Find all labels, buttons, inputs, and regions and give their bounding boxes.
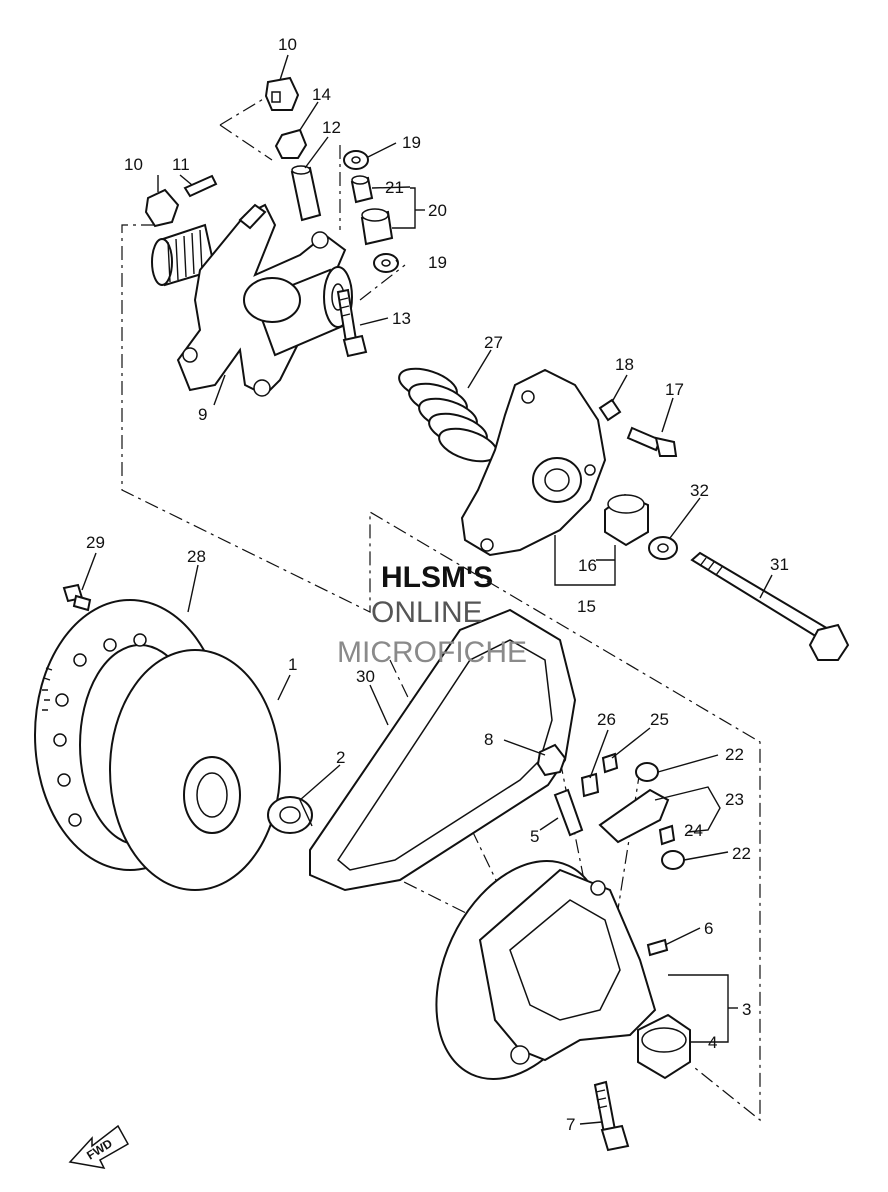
callout-10-left: 10 xyxy=(124,155,143,174)
callout-27: 27 xyxy=(484,333,503,352)
callout-5: 5 xyxy=(530,827,539,846)
callout-7: 7 xyxy=(566,1115,575,1134)
spider-sheave-assembly xyxy=(151,203,353,397)
callout-24: 24 xyxy=(684,821,703,840)
drive-belt xyxy=(309,608,577,892)
spider-small-parts xyxy=(144,76,399,358)
callout-8: 8 xyxy=(484,730,493,749)
cover-hardware xyxy=(598,398,850,661)
callout-11: 11 xyxy=(172,155,190,174)
callout-22-bottom: 22 xyxy=(732,844,751,863)
watermark: HLSM'S ONLINE MICROFICHE xyxy=(337,561,527,669)
callout-29: 29 xyxy=(86,533,105,552)
callout-10-top: 10 xyxy=(278,35,297,54)
callout-12: 12 xyxy=(322,118,341,137)
callout-22-top: 22 xyxy=(725,745,744,764)
callout-26: 26 xyxy=(597,710,616,729)
callout-31: 31 xyxy=(770,555,789,574)
callout-30: 30 xyxy=(356,667,375,686)
callout-1: 1 xyxy=(288,655,297,674)
fwd-arrow: FWD xyxy=(68,1124,130,1169)
callout-16: 16 xyxy=(578,556,597,575)
callout-18: 18 xyxy=(615,355,634,374)
watermark-line-3: MICROFICHE xyxy=(337,636,527,669)
callout-labels: 10 14 12 19 10 11 21 20 19 13 9 27 18 17… xyxy=(86,35,789,1134)
callout-14: 14 xyxy=(312,85,331,104)
callout-21: 21 xyxy=(385,178,404,197)
watermark-line-2: ONLINE xyxy=(371,596,483,629)
callout-3: 3 xyxy=(742,1000,751,1019)
secondary-housing xyxy=(435,860,691,1152)
spring xyxy=(398,367,498,463)
callout-19-top: 19 xyxy=(402,133,421,152)
secondary-small-parts xyxy=(536,743,685,957)
callout-32: 32 xyxy=(690,481,709,500)
callout-6: 6 xyxy=(704,919,713,938)
callout-9: 9 xyxy=(198,405,207,424)
callout-2: 2 xyxy=(336,748,345,767)
watermark-line-1: HLSM'S xyxy=(381,561,493,594)
sheave-cover xyxy=(460,368,607,557)
bearing xyxy=(267,796,313,834)
drive-sheave xyxy=(34,583,281,891)
callout-23: 23 xyxy=(725,790,744,809)
leader-lines xyxy=(81,54,773,1125)
callout-15: 15 xyxy=(577,597,596,616)
callout-17: 17 xyxy=(665,380,684,399)
callout-20: 20 xyxy=(428,201,447,220)
callout-13: 13 xyxy=(392,309,411,328)
callout-28: 28 xyxy=(187,547,206,566)
callout-19-bottom: 19 xyxy=(428,253,447,272)
callout-25: 25 xyxy=(650,710,669,729)
callout-4: 4 xyxy=(708,1033,717,1052)
